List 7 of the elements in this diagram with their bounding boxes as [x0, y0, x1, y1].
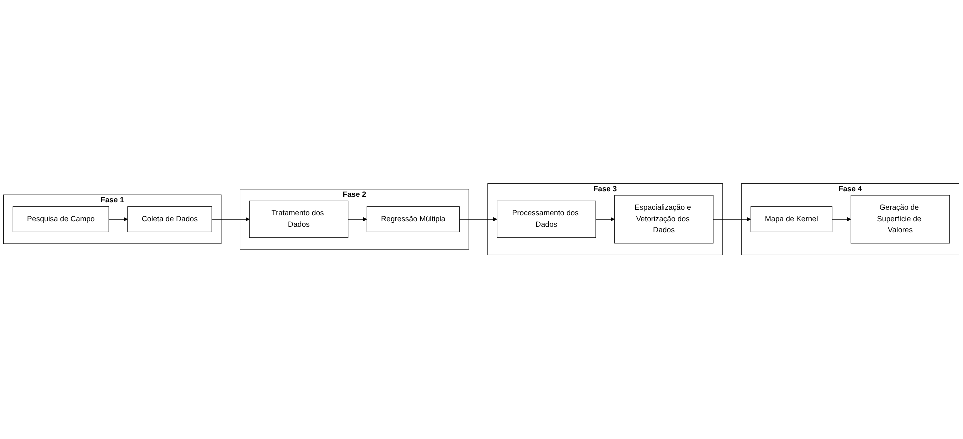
arrow	[832, 217, 852, 222]
arrow	[596, 217, 615, 222]
arrow	[459, 217, 498, 222]
arrow	[212, 217, 250, 222]
arrow	[108, 217, 128, 222]
arrow	[713, 217, 752, 222]
arrow	[348, 217, 368, 222]
